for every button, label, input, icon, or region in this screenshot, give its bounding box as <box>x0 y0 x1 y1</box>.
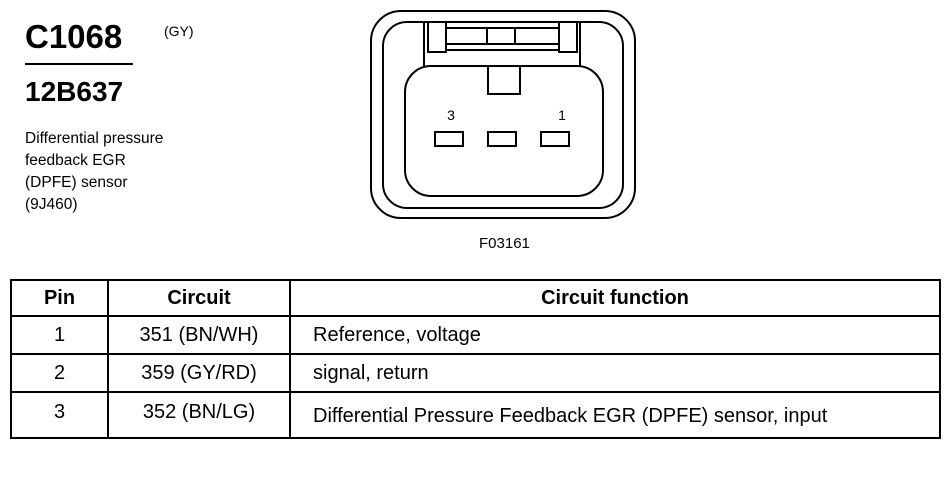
pin-3-terminal <box>434 131 464 147</box>
latch-rib-right <box>558 21 578 53</box>
connector-face-diagram: 3 1 <box>370 10 636 219</box>
pin-2-terminal <box>487 131 517 147</box>
pin-1-terminal <box>540 131 570 147</box>
header-circuit-function: Circuit function <box>289 279 941 317</box>
component-description: Differential pressure feedback EGR (DPFE… <box>25 128 163 216</box>
part-number: 12B637 <box>25 76 124 107</box>
connector-outer-shell <box>370 10 636 219</box>
cell-function: signal, return <box>289 353 941 393</box>
cell-function: Differential Pressure Feedback EGR (DPFE… <box>289 391 941 439</box>
figure-id: F03161 <box>479 235 530 252</box>
cell-circuit: 351 (BN/WH) <box>107 315 291 355</box>
pin-label-1: 1 <box>558 107 566 123</box>
description-line-4: (9J460) <box>25 196 78 213</box>
header-circuit: Circuit <box>107 279 291 317</box>
table-row: 1 351 (BN/WH) Reference, voltage <box>10 315 941 355</box>
title-underline <box>25 63 133 65</box>
cell-pin: 1 <box>10 315 109 355</box>
header-pin: Pin <box>10 279 109 317</box>
connector-color-code: (GY) <box>164 23 194 39</box>
pin-label-3: 3 <box>447 107 455 123</box>
table-header-row: Pin Circuit Circuit function <box>10 279 941 317</box>
cell-circuit: 352 (BN/LG) <box>107 391 291 439</box>
cell-pin: 2 <box>10 353 109 393</box>
pin-circuit-table: Pin Circuit Circuit function 1 351 (BN/W… <box>10 279 941 439</box>
table-row: 2 359 (GY/RD) signal, return <box>10 353 941 393</box>
description-line-3: (DPFE) sensor <box>25 174 128 191</box>
description-line-2: feedback EGR <box>25 152 126 169</box>
latch-rib-left <box>427 21 447 53</box>
connector-id: C1068 <box>25 18 123 55</box>
cell-function: Reference, voltage <box>289 315 941 355</box>
keyway <box>487 65 521 95</box>
cell-pin: 3 <box>10 391 109 439</box>
description-line-1: Differential pressure <box>25 130 164 147</box>
cell-circuit: 359 (GY/RD) <box>107 353 291 393</box>
table-row: 3 352 (BN/LG) Differential Pressure Feed… <box>10 391 941 439</box>
